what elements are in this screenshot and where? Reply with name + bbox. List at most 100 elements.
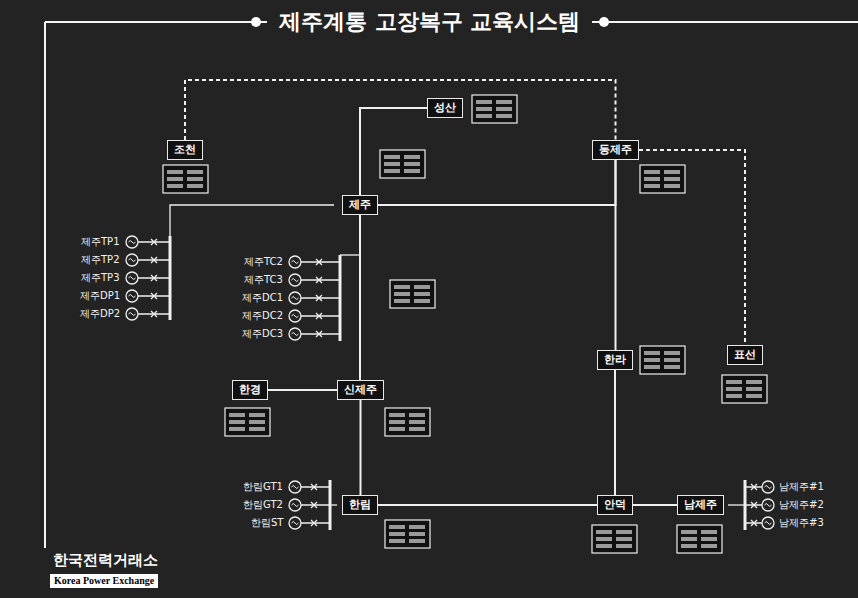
breaker-symbol — [751, 502, 757, 508]
measurement-panel — [677, 525, 722, 553]
substation-box: 동제주 — [592, 140, 639, 160]
generator-label: 제주TP3 — [81, 272, 120, 284]
measurement-panel — [472, 95, 517, 123]
diagram-title: 제주계통 고장복구 교육시스템 — [267, 8, 592, 37]
substation-name: 신제주 — [344, 383, 377, 397]
substation-name: 성산 — [434, 101, 456, 115]
frame-line — [45, 22, 858, 548]
title-dot — [599, 17, 609, 27]
breaker-symbol — [316, 331, 322, 337]
substation-name: 한라 — [604, 353, 626, 367]
generator-label: 제주DC3 — [242, 328, 283, 340]
generator-label: 제주DC1 — [242, 292, 283, 304]
substation-box: 한경 — [232, 380, 268, 400]
breaker-symbol — [311, 484, 317, 490]
transmission-line — [359, 215, 361, 380]
substation-box: 안덕 — [597, 495, 633, 515]
measurement-panel — [380, 150, 425, 178]
generator-label: 남제주#1 — [779, 481, 824, 493]
generator-symbol — [126, 236, 138, 248]
generator-symbol — [289, 310, 301, 322]
transmission-line — [614, 370, 616, 495]
breaker-symbol — [311, 520, 317, 526]
generator-symbol — [289, 499, 301, 511]
generator-symbol — [289, 328, 301, 340]
breaker-symbol — [316, 295, 322, 301]
substation-box: 성산 — [427, 98, 463, 118]
generator-symbol — [126, 272, 138, 284]
substation-name: 제주 — [349, 198, 371, 212]
substation-name: 표선 — [734, 348, 756, 362]
transmission-line — [185, 80, 616, 140]
logo-name: 한국전력거래소 — [50, 551, 161, 569]
substation-box: 남제주 — [677, 495, 724, 515]
measurement-panel — [385, 408, 430, 436]
substation-name: 남제주 — [684, 498, 717, 512]
generator-label: 한림GT2 — [243, 499, 283, 511]
transmission-line — [360, 400, 362, 495]
substation-box: 제주 — [342, 195, 378, 215]
measurement-panel — [390, 280, 435, 308]
breaker-symbol — [151, 293, 157, 299]
breaker-symbol — [151, 311, 157, 317]
logo-subtitle: Korea Power Exchange — [50, 574, 158, 588]
generator-symbol — [762, 517, 774, 529]
generator-group — [301, 255, 360, 341]
breaker-symbol — [151, 257, 157, 263]
generator-symbol — [289, 292, 301, 304]
breaker-symbol — [751, 520, 757, 526]
generator-label: 제주TC3 — [244, 274, 283, 286]
generator-label: 한림GT1 — [243, 481, 283, 493]
measurement-panel — [163, 165, 208, 193]
breaker-symbol — [151, 239, 157, 245]
generator-label: 남제주#3 — [779, 517, 824, 529]
generator-label: 제주DP2 — [80, 308, 120, 320]
generator-label: 제주DC2 — [242, 310, 283, 322]
substation-box: 한림 — [342, 495, 378, 515]
generator-symbol — [289, 274, 301, 286]
measurement-panel — [640, 346, 685, 374]
breaker-symbol — [751, 484, 757, 490]
generator-label: 한림ST — [251, 517, 283, 529]
substation-box: 표선 — [727, 345, 763, 365]
breaker-symbol — [151, 275, 157, 281]
measurement-panel — [640, 165, 685, 193]
breaker-symbol — [316, 277, 322, 283]
substation-name: 한림 — [349, 498, 371, 512]
title-dot — [251, 17, 261, 27]
measurement-panel — [385, 520, 430, 548]
substation-name: 안덕 — [604, 498, 626, 512]
transmission-line — [615, 160, 617, 350]
transmission-line — [268, 389, 337, 391]
generator-label: 제주TP2 — [81, 254, 120, 266]
generator-symbol — [289, 481, 301, 493]
breaker-symbol — [311, 502, 317, 508]
generator-symbol — [126, 308, 138, 320]
transmission-line — [633, 504, 677, 506]
generator-label: 제주TC2 — [244, 256, 283, 268]
generator-symbol — [126, 254, 138, 266]
generator-symbol — [762, 481, 774, 493]
substation-name: 동제주 — [599, 143, 632, 157]
substation-box: 한라 — [597, 350, 633, 370]
transmission-line — [639, 150, 745, 345]
breaker-symbol — [316, 259, 322, 265]
transmission-line — [360, 108, 427, 195]
substation-name: 조천 — [174, 143, 196, 157]
generator-symbol — [289, 256, 301, 268]
generator-group — [728, 480, 762, 530]
generator-symbol — [126, 290, 138, 302]
generator-symbol — [762, 499, 774, 511]
substation-name: 한경 — [239, 383, 261, 397]
breaker-symbol — [316, 313, 322, 319]
measurement-panel — [722, 375, 767, 403]
transmission-line — [378, 504, 597, 506]
generator-label: 제주DP1 — [80, 290, 120, 302]
substation-box: 조천 — [167, 140, 203, 160]
generator-label: 제주TP1 — [81, 236, 120, 248]
substation-box: 신제주 — [337, 380, 384, 400]
transmission-line — [378, 160, 616, 205]
measurement-panel — [592, 525, 637, 553]
